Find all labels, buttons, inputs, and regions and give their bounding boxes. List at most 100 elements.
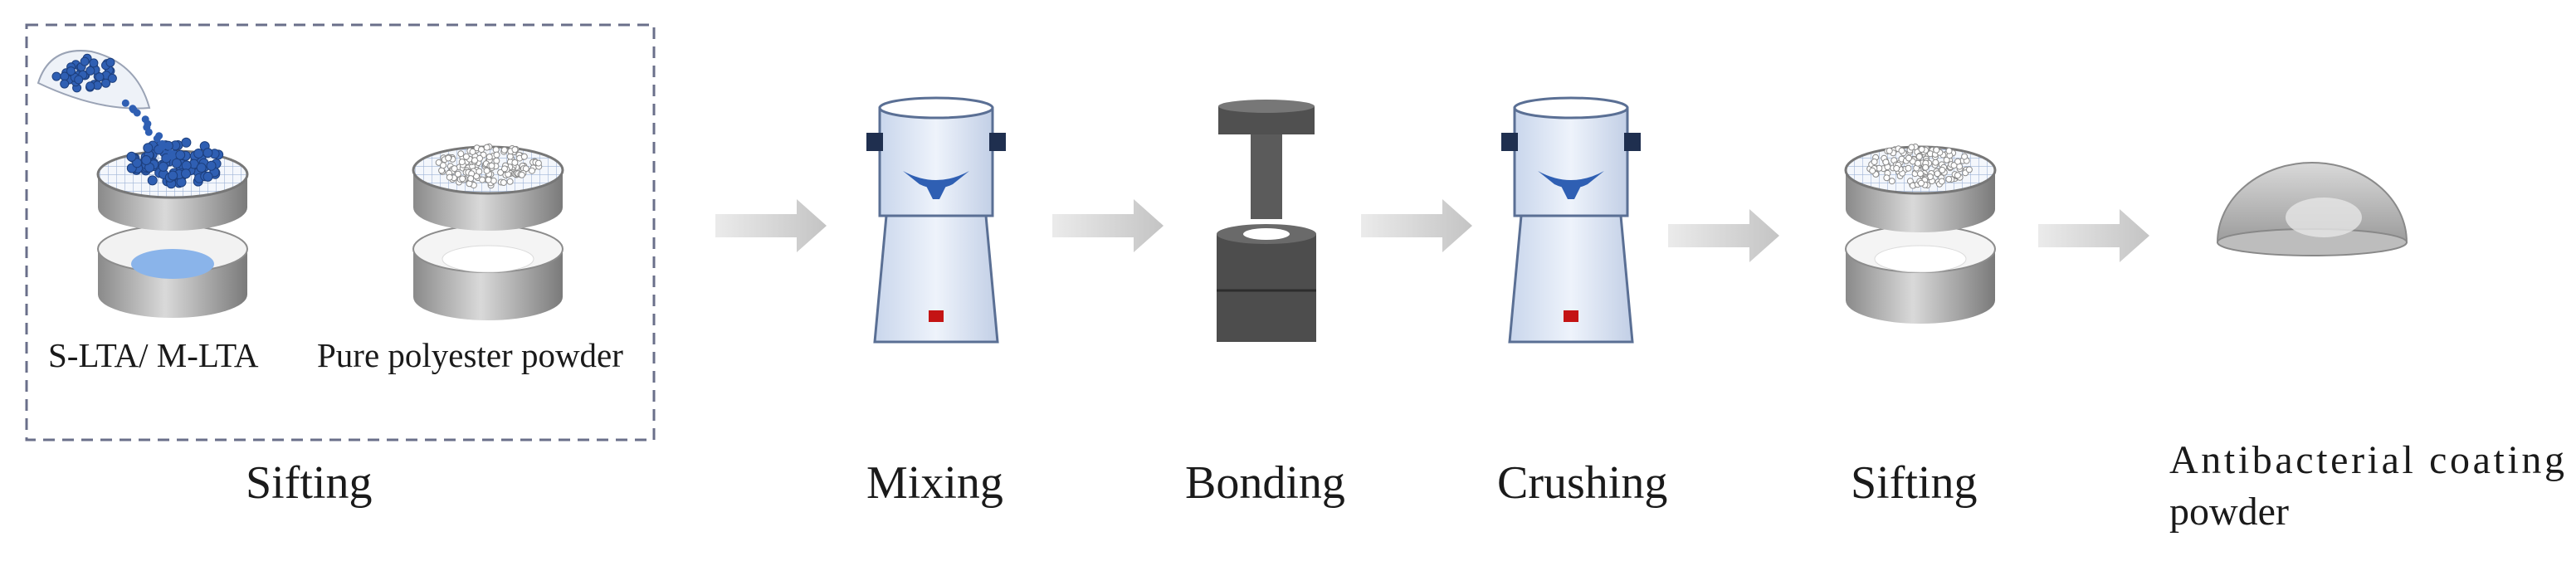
particle [1934, 170, 1941, 178]
power-button-icon [1564, 310, 1578, 322]
crusher-blade-icon [1538, 171, 1604, 188]
particle [193, 149, 204, 159]
particle [153, 134, 161, 143]
white-sieve-icon [412, 143, 564, 320]
press-machine-icon [1217, 100, 1316, 342]
particle [520, 153, 528, 160]
particle [1965, 166, 1973, 173]
die-cavity [1243, 228, 1290, 240]
particle [168, 152, 176, 160]
particle [476, 168, 483, 175]
particle [51, 71, 61, 81]
sifting-group-box: S-LTA/ M-LTA Pure polyester powder [25, 23, 656, 441]
particle [1888, 178, 1895, 185]
particle [1943, 156, 1950, 163]
particle [1918, 179, 1925, 187]
right-clamp [1624, 133, 1641, 151]
particle [497, 168, 505, 176]
particle [458, 159, 466, 166]
particle [1917, 170, 1924, 178]
mixer-base [873, 214, 999, 344]
particle [126, 151, 137, 162]
blue-beads-in-scoop [51, 53, 117, 93]
particle [1950, 162, 1958, 169]
particle [479, 176, 486, 183]
particle [133, 109, 141, 117]
powder-dome-icon [2216, 162, 2408, 256]
crusher-lid [1513, 96, 1629, 120]
particle [60, 79, 70, 89]
particle [488, 162, 495, 169]
arrow-icon [1052, 199, 1164, 252]
particle [202, 171, 213, 182]
particle [457, 150, 465, 158]
particle [511, 146, 519, 154]
particle [85, 81, 95, 91]
particle [1915, 159, 1921, 167]
particle [493, 157, 500, 164]
particle [158, 143, 166, 151]
mixer-blade-stem [926, 186, 946, 199]
step-label-crushing: Crushing [1497, 457, 1667, 509]
particle [1939, 166, 1946, 173]
press-die [1217, 234, 1316, 342]
particle [462, 153, 470, 160]
press-top-face [1218, 100, 1315, 113]
crusher-blade-stem [1561, 186, 1581, 199]
particle [121, 99, 129, 107]
step-label-bonding: Bonding [1185, 457, 1345, 509]
particle [1871, 159, 1878, 165]
particle [500, 146, 508, 154]
particle [1893, 164, 1900, 172]
particle [1961, 153, 1969, 160]
press-piston [1251, 134, 1282, 219]
particle [143, 143, 154, 154]
step-label-sifting-2: Sifting [1851, 457, 1977, 509]
arrow-icon [1361, 199, 1472, 252]
particle [181, 168, 191, 179]
dashed-frame [25, 23, 656, 441]
particle [454, 170, 461, 178]
particle [1905, 164, 1912, 172]
power-button-icon [929, 310, 944, 322]
right-clamp [989, 133, 1006, 151]
falling-beads [121, 99, 176, 160]
left-clamp [1501, 133, 1518, 151]
particle [74, 75, 84, 85]
pouring-scoop [37, 50, 151, 110]
particle [80, 56, 90, 66]
crusher-chamber [1513, 106, 1629, 217]
particle [171, 158, 182, 168]
right-sieve-label: Pure polyester powder [317, 336, 623, 374]
left-clamp [866, 133, 883, 151]
particle [181, 137, 192, 148]
particle [500, 179, 507, 186]
particle [485, 154, 493, 161]
particle [467, 175, 475, 183]
crusher-base [1508, 214, 1634, 344]
particle [1918, 146, 1925, 153]
particle [511, 159, 519, 166]
white-particles [1866, 144, 1973, 189]
arrow-icon [2038, 209, 2149, 262]
particle [196, 163, 207, 173]
particle [483, 144, 490, 151]
particle [471, 157, 478, 164]
mixer-lid [878, 96, 994, 120]
particle [1905, 154, 1912, 162]
step-label-mixing: Mixing [866, 457, 1003, 509]
particle [529, 167, 535, 174]
particle [483, 167, 490, 174]
particle [446, 173, 453, 181]
particle [1945, 147, 1953, 154]
particle [1938, 178, 1945, 185]
particle [144, 128, 153, 136]
particle [1922, 163, 1930, 171]
particle [89, 58, 99, 68]
mixer-chamber [878, 106, 994, 217]
particle [105, 57, 115, 67]
blue-powder-pile [131, 249, 214, 279]
final-sieve-icon [1844, 144, 1997, 324]
